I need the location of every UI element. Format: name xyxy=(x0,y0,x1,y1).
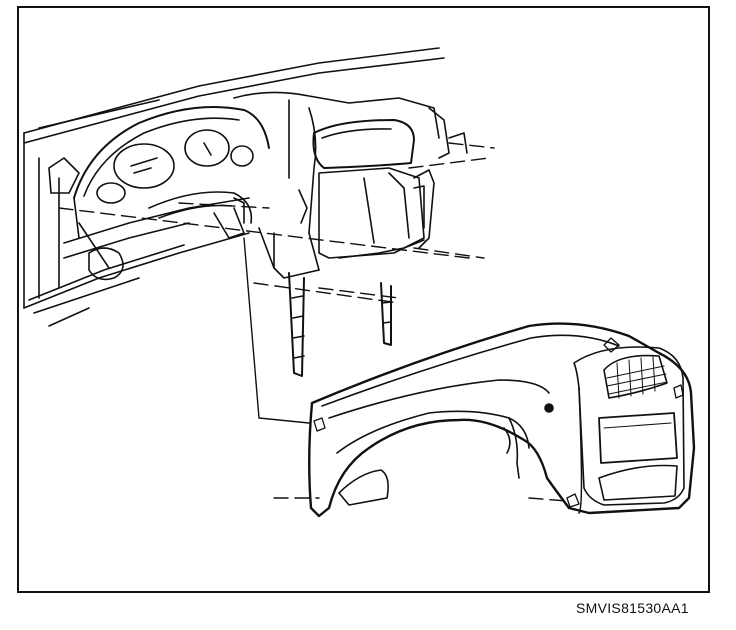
clip-left xyxy=(313,417,326,432)
radio-opening xyxy=(598,412,678,464)
tachometer-gauge xyxy=(184,129,230,167)
center-stack-bracket xyxy=(233,91,468,377)
dashboard-exploded-view xyxy=(23,47,696,518)
clip-right xyxy=(673,384,684,399)
instrument-panel-assembly xyxy=(23,47,445,327)
alignment-lines xyxy=(58,142,568,502)
right-support-strap xyxy=(380,282,392,346)
diagram-frame xyxy=(17,6,710,593)
display-opening xyxy=(312,119,415,169)
figure-code: SMVIS81530AA1 xyxy=(576,600,689,616)
clip-upper xyxy=(603,337,620,353)
fuel-gauge xyxy=(230,145,254,167)
left-support-strap xyxy=(288,272,305,377)
cluster-trim-bezel xyxy=(308,322,696,518)
clip-bottom xyxy=(566,493,580,508)
speedometer-gauge xyxy=(113,143,175,189)
air-vent-grille xyxy=(603,354,668,399)
leader-line xyxy=(243,237,310,424)
